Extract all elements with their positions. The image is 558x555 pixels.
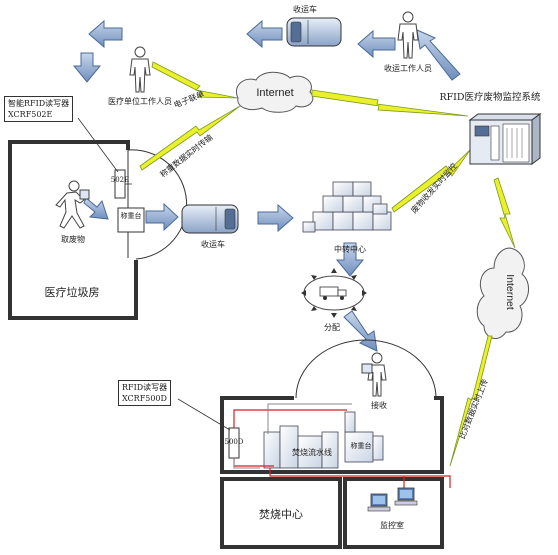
transfer-center-boxes — [302, 181, 392, 233]
label-waste-room: 医疗垃圾房 — [45, 285, 100, 299]
monitor-server-rack — [468, 113, 542, 165]
label-reader-500d-code: 500D — [225, 438, 244, 446]
label-internet-right: Internet — [504, 274, 516, 310]
label-scale-bottom: 称重台 — [351, 441, 372, 450]
reader-top-callout: 智能RFID读写器 XCRF502E — [4, 96, 74, 122]
label-realtime-monitor: 废物收发实时监控 — [409, 161, 459, 215]
flow-arrow-truck-to-staff — [246, 19, 283, 49]
label-take-waste: 取废物 — [61, 234, 85, 244]
rfid-reader-502e-device — [114, 169, 132, 199]
collection-worker-person — [397, 11, 419, 59]
label-receive: 接收 — [371, 400, 387, 410]
incineration-conveyor-line — [263, 411, 384, 469]
control-room-computer-2 — [394, 487, 418, 506]
lightning-center-monitor — [391, 149, 471, 213]
label-monitor-system: RFID医疗废物监控系统 — [439, 91, 541, 103]
medical-staff-person — [129, 46, 151, 93]
lightning-monitor-internet-right — [493, 177, 516, 249]
distribution-hub-icon — [301, 268, 367, 318]
flow-arrow-distribution-down — [343, 310, 378, 352]
reader-top-name: 智能RFID读写器 — [8, 99, 70, 108]
lightning-internet-monitor — [311, 89, 469, 117]
label-transfer-center: 中转中心 — [334, 244, 366, 254]
weighing-scale-top — [117, 207, 145, 233]
flow-arrow-person-to-scale — [83, 197, 109, 220]
incineration-building — [220, 339, 444, 549]
reader-bottom-callout: RFID读写器 XCRF500D — [118, 380, 172, 406]
flow-arrow-staff-left — [88, 19, 123, 49]
reader-bottom-leader-line — [177, 398, 231, 431]
label-collection-vehicle-mid: 收运车 — [201, 239, 225, 249]
label-scale-room: 称重台 — [121, 211, 142, 220]
label-incineration-center: 焚烧中心 — [259, 508, 303, 521]
label-collection-worker: 收运工作人员 — [384, 63, 432, 73]
internet-cloud-right — [476, 247, 529, 340]
flow-arrow-scale-to-truck — [145, 202, 179, 232]
lightning-internet-right-incinerator — [449, 335, 493, 467]
flow-arrow-monitor-to-worker — [416, 29, 461, 81]
label-e-manifest: 电子联单 — [172, 89, 205, 110]
flow-arrow-down-left — [72, 52, 102, 83]
control-room-computer-1 — [367, 493, 391, 512]
label-compare-upload: 比对数据实时上传 — [457, 377, 490, 440]
label-control-room: 监控室 — [380, 520, 404, 530]
lightning-staff-internet — [151, 61, 239, 99]
reader-bottom-model: XCRF500D — [122, 394, 167, 403]
worker-carrying-person — [55, 180, 90, 229]
lightning-scale-internet — [139, 105, 241, 171]
label-distribution: 分配 — [324, 323, 340, 332]
flow-arrow-truck-to-center — [257, 203, 294, 233]
reader-top-model: XCRF502E — [8, 110, 53, 119]
internet-cloud-top — [236, 71, 314, 113]
reader-bottom-name: RFID读写器 — [122, 383, 168, 392]
collection-truck-middle — [181, 204, 239, 234]
receiving-person — [361, 352, 387, 397]
reader-top-leader-line — [77, 117, 119, 173]
medical-waste-room — [8, 140, 188, 320]
flow-arrow-worker-to-truck — [357, 29, 396, 59]
label-reader-502e-code: 502E — [111, 176, 129, 184]
label-internet-top: Internet — [256, 87, 293, 99]
collection-truck-top — [286, 17, 342, 47]
label-collection-vehicle-top: 收运车 — [293, 4, 317, 14]
label-incineration-line: 焚烧流水线 — [292, 447, 332, 457]
label-medical-staff: 医疗单位工作人员 — [108, 96, 172, 106]
wiring — [233, 403, 451, 492]
flow-arrow-center-down — [335, 242, 365, 277]
